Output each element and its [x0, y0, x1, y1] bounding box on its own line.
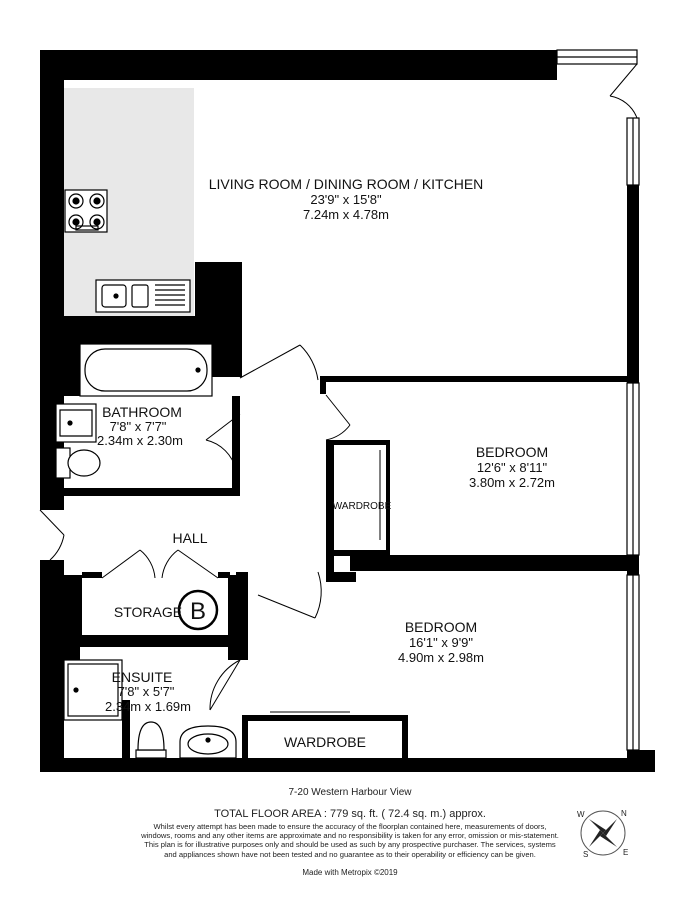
wardrobe1-label: WARDROBE	[333, 501, 392, 512]
living-room-metric: 7.24m x 4.78m	[303, 207, 389, 222]
bathroom-metric: 2.34m x 2.30m	[97, 433, 183, 448]
bathroom-toilet	[55, 447, 101, 479]
storage-marker-letter: B	[190, 598, 206, 625]
windows	[556, 49, 640, 751]
bath	[79, 343, 213, 397]
walls	[40, 50, 655, 772]
hall-label: HALL	[172, 530, 207, 546]
ensuite-shower	[63, 659, 123, 721]
disclaimer-text: Whilst every attempt has been made to en…	[141, 822, 559, 859]
address-line: 7-20 Western Harbour View	[288, 787, 412, 798]
total-floor-area: TOTAL FLOOR AREA : 779 sq. ft. ( 72.4 sq…	[214, 808, 486, 820]
bedroom1-name: BEDROOM	[476, 444, 548, 460]
storage-label: STORAGE	[114, 604, 182, 620]
kitchen-sink	[95, 279, 191, 313]
wardrobe2-label: WARDROBE	[284, 734, 366, 750]
bedroom1-imperial: 12'6" x 8'11"	[477, 460, 548, 475]
made-with-credit: Made with Metropix ©2019	[302, 868, 398, 877]
compass-e: E	[623, 848, 628, 857]
door-swings	[39, 63, 638, 719]
bedroom2-metric: 4.90m x 2.98m	[398, 650, 484, 665]
ensuite-imperial: 7'8" x 5'7"	[118, 684, 175, 699]
compass-n: N	[621, 809, 627, 818]
bedroom1-metric: 3.80m x 2.72m	[469, 475, 555, 490]
compass-s: S	[583, 850, 588, 859]
compass-icon: N E S W	[577, 809, 628, 859]
floor-plan: LIVING ROOM / DINING ROOM / KITCHEN 23'9…	[39, 49, 655, 772]
living-room-imperial: 23'9" x 15'8"	[310, 192, 382, 207]
storage-marker-circle	[177, 589, 219, 631]
hob	[64, 189, 108, 233]
ensuite-metric: 2.34m x 1.69m	[105, 699, 191, 714]
bathroom-imperial: 7'8" x 7'7"	[110, 419, 167, 434]
ensuite-toilet	[135, 721, 167, 759]
compass-w: W	[577, 810, 585, 819]
ensuite-name: ENSUITE	[112, 669, 173, 685]
bathroom-name: BATHROOM	[102, 404, 182, 420]
bedroom2-imperial: 16'1" x 9'9"	[409, 635, 473, 650]
bedroom2-name: BEDROOM	[405, 619, 477, 635]
ensuite-basin	[179, 725, 237, 759]
living-room-name: LIVING ROOM / DINING ROOM / KITCHEN	[209, 176, 484, 192]
bathroom-basin	[55, 403, 97, 443]
